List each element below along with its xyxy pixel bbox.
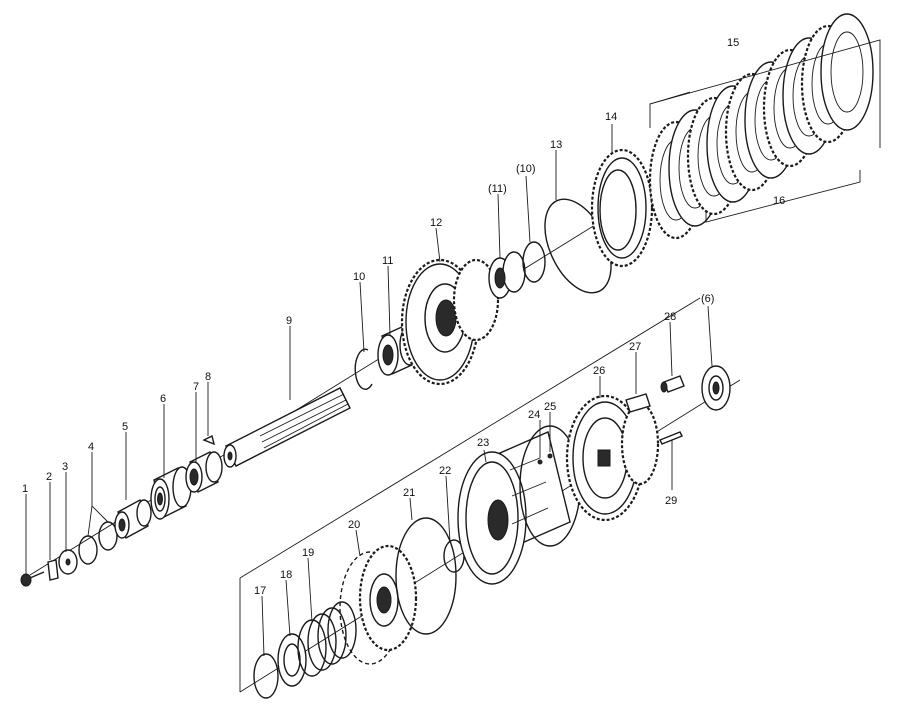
label-part-2: 2 [46, 471, 52, 483]
label-part-8: 8 [205, 371, 211, 383]
label-part-28: 28 [664, 311, 676, 323]
label-part-7: 7 [193, 381, 199, 393]
part-10-snap-ring [354, 348, 373, 390]
label-part-23: 23 [477, 437, 489, 449]
part-17-snap-ring [253, 653, 279, 699]
label-part-11b: (11) [488, 183, 507, 195]
leader-lines [25, 124, 713, 657]
label-part-21: 21 [403, 487, 415, 499]
label-part-16: 16 [773, 195, 785, 207]
label-part-11: 11 [382, 255, 393, 267]
label-part-13: 13 [550, 139, 562, 151]
label-part-9: 9 [286, 315, 292, 327]
steel-disc [820, 13, 874, 131]
label-part-27: 27 [629, 341, 641, 353]
part-29-pin [659, 431, 683, 445]
lower-frame-top [239, 297, 701, 579]
label-part-6b: (6) [701, 293, 714, 305]
part-24-25-pins [537, 453, 553, 465]
label-part-4: 4 [88, 441, 94, 453]
label-part-12: 12 [430, 217, 442, 229]
label-part-26: 26 [593, 365, 605, 377]
label-part-3: 3 [62, 461, 68, 473]
label-part-19: 19 [302, 547, 314, 559]
part-23-clutch-drum [457, 425, 581, 585]
part-1-bolt [20, 571, 45, 587]
part-26-drive-gear [565, 394, 660, 522]
part-2-lock-plate [47, 559, 59, 581]
disc-inner-edge [830, 31, 864, 113]
part-6-bearing [150, 466, 192, 520]
label-part-25: 25 [544, 401, 556, 413]
disc-pack-brackets [649, 39, 881, 223]
part-15-16-clutch-disc-pack [648, 13, 874, 240]
label-part-5: 5 [122, 421, 128, 433]
part-18-washer [277, 633, 307, 687]
part-19-spring-pack [297, 601, 357, 677]
label-part-6: 6 [160, 393, 166, 405]
part-labels: 1 2 3 4 5 6 7 8 9 10 11 12 (11) (10) 13 … [22, 37, 785, 597]
part-8-pin [202, 434, 216, 446]
label-part-17: 17 [254, 585, 266, 597]
part-9-shaft [223, 387, 351, 468]
label-part-10b: (10) [516, 163, 536, 175]
part-14-ring-gear [590, 148, 654, 268]
part-3-washer [58, 549, 78, 575]
part-10b-snap-ring [522, 241, 546, 283]
label-part-1: 1 [22, 483, 28, 495]
part-21-o-ring [395, 517, 457, 635]
label-part-29: 29 [665, 495, 677, 507]
part-7-bushing [185, 450, 223, 494]
part-4-rings [78, 521, 118, 565]
label-part-10: 10 [353, 271, 365, 283]
part-6b-bearing [701, 365, 731, 411]
part-28-bolt [660, 375, 685, 393]
label-part-20: 20 [348, 519, 360, 531]
label-part-18: 18 [280, 569, 292, 581]
part-20-piston-gear [339, 544, 418, 665]
label-part-15: 15 [727, 37, 739, 49]
part-12-gear [400, 258, 500, 386]
label-part-22: 22 [439, 465, 451, 477]
label-part-24: 24 [528, 409, 540, 421]
label-part-14: 14 [605, 111, 617, 123]
part-27-key [625, 393, 651, 413]
part-5-sleeve [114, 498, 152, 540]
part-11b-bearing [488, 251, 526, 299]
